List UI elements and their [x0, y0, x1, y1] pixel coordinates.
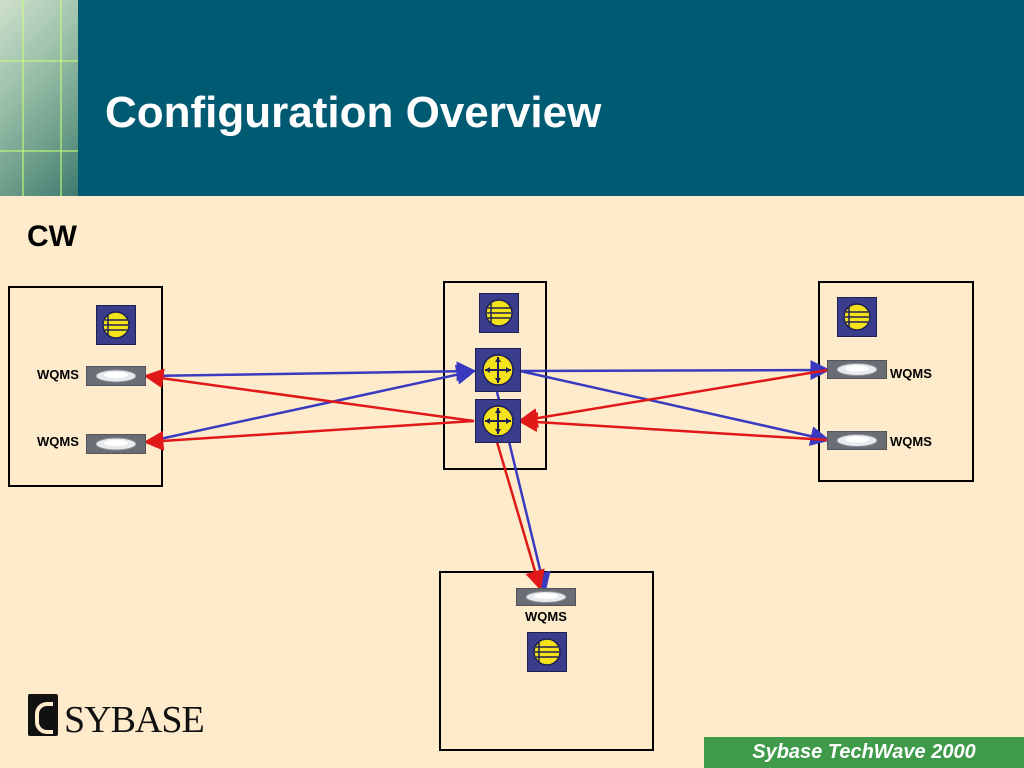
- page-title: Configuration Overview: [105, 88, 602, 137]
- right-queue-label-2: WQMS: [890, 434, 932, 449]
- left-queue-disk-icon-2: [86, 434, 146, 454]
- hub-router-icon-1: [475, 348, 521, 392]
- sybase-logo: SYBASE: [28, 694, 205, 741]
- left-queue-disk-icon-1: [86, 366, 146, 386]
- hub-server-icon: [479, 293, 519, 333]
- bottom-queue-label: WQMS: [525, 609, 567, 624]
- right-server-icon: [837, 297, 877, 337]
- left-server-icon: [96, 305, 136, 345]
- bottom-queue-disk-icon: [516, 588, 576, 606]
- right-queue-label-1: WQMS: [890, 366, 932, 381]
- right-queue-disk-icon-2: [827, 431, 887, 450]
- left-queue-label-2: WQMS: [37, 434, 79, 449]
- link-hub-router-1-to-right-queue-1: [519, 360, 831, 381]
- link-left-queue-1-to-hub-router-1: [145, 361, 477, 382]
- right-site-box: [818, 281, 974, 482]
- header-decorative-image: ​: [0, 0, 78, 196]
- sybase-logo-mark: [28, 694, 58, 736]
- right-queue-disk-icon-1: [827, 360, 887, 379]
- link-hub-router-2-to-bottom-queue: [495, 441, 545, 591]
- link-right-queue-1-to-hub-router-2: [517, 368, 829, 429]
- hub-router-icon-2: [475, 399, 521, 443]
- link-hub-router-2-to-left-queue-1: [143, 368, 475, 423]
- section-label: CW: [27, 220, 77, 253]
- hub-site-box: [443, 281, 547, 470]
- link-right-queue-2-to-hub-router-2: [517, 412, 829, 442]
- techwave-badge: Sybase TechWave 2000: [704, 737, 1024, 768]
- left-queue-label-1: WQMS: [37, 367, 79, 382]
- slide-header: ​ Configuration Overview: [0, 0, 1024, 196]
- link-left-queue-2-to-hub-router-1: [145, 364, 477, 444]
- link-hub-router-1-to-right-queue-2: [519, 369, 831, 446]
- link-hub-router-2-to-left-queue-2: [143, 419, 475, 451]
- sybase-logo-text: SYBASE: [64, 699, 205, 741]
- bottom-server-icon: [527, 632, 567, 672]
